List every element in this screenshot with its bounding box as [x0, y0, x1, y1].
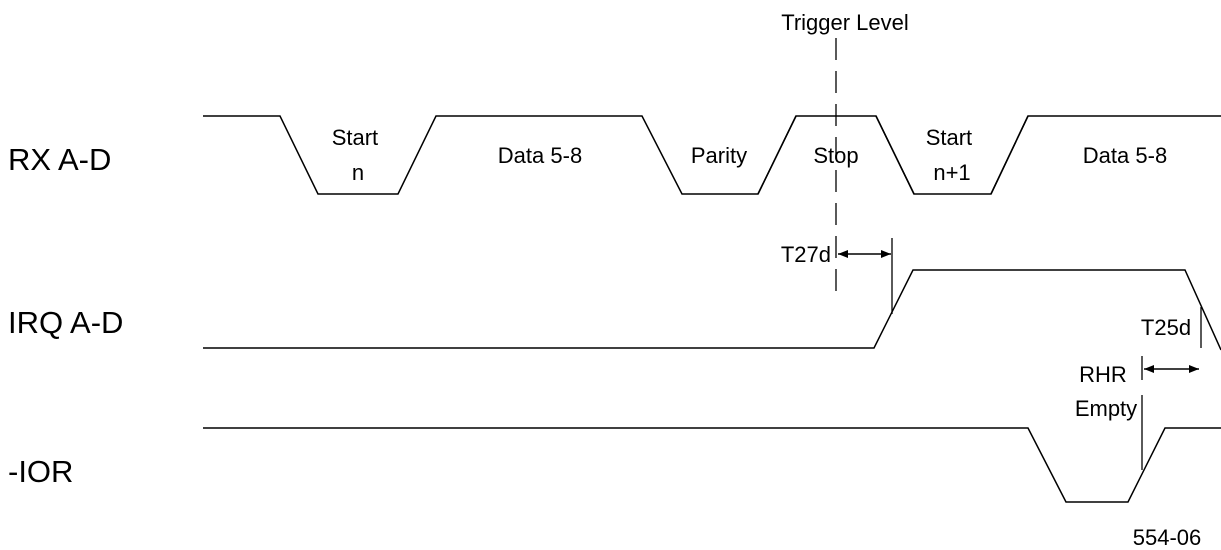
- irq-signal-label: IRQ A-D: [8, 305, 123, 340]
- rx-segment-start-n1-line2: n+1: [933, 160, 970, 185]
- rx-segment-start-n-line1: Start: [332, 125, 378, 150]
- figure-id: 554-06: [1133, 525, 1202, 550]
- rx-signal-label: RX A-D: [8, 142, 111, 177]
- rx-segment-start-n1: Start n+1: [926, 125, 979, 185]
- rhr-empty-line1: RHR: [1079, 362, 1127, 387]
- rx-segment-data-2: Data 5-8: [1083, 143, 1167, 168]
- irq-waveform: [203, 269, 1221, 351]
- rx-segment-parity: Parity: [691, 143, 747, 168]
- rx-waveform: [203, 115, 1221, 195]
- rx-waveform-lower-edges: [757, 115, 1029, 195]
- t27d-label: T27d: [781, 242, 831, 267]
- t25d-label: T25d: [1141, 315, 1191, 340]
- ior-waveform: [203, 427, 1221, 503]
- ior-signal-label: -IOR: [8, 454, 73, 489]
- rx-segment-stop: Stop: [813, 143, 858, 168]
- trigger-level-label: Trigger Level: [781, 10, 909, 35]
- rx-segment-start-n-line2: n: [352, 160, 364, 185]
- rx-segment-start-n: Start n: [332, 125, 385, 185]
- rx-segment-start-n1-line1: Start: [926, 125, 972, 150]
- rx-segment-data-1: Data 5-8: [498, 143, 582, 168]
- rhr-empty-label: RHR Empty: [1075, 362, 1137, 421]
- rhr-empty-line2: Empty: [1075, 396, 1137, 421]
